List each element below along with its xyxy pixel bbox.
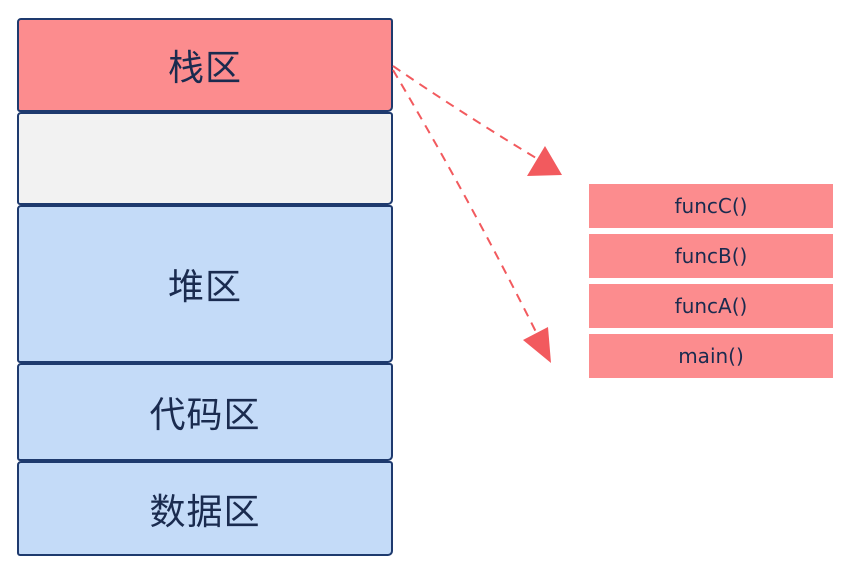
arrow-to-stack-top (392, 65, 537, 159)
stack-frame-label: main() (678, 344, 744, 368)
stack-frame: funcA() (589, 284, 833, 328)
data-segment: 数据区 (17, 461, 393, 556)
heap-segment-label: 堆区 (167, 267, 242, 308)
stack-frame-label: funcC() (674, 194, 748, 218)
arrowhead-bottom-icon (523, 327, 551, 363)
free-space-segment (17, 112, 393, 205)
code-segment: 代码区 (17, 363, 393, 461)
heap-segment: 堆区 (17, 205, 393, 363)
arrowhead-top-icon (527, 146, 562, 176)
stack-frame-label: funcA() (674, 294, 748, 318)
stack-segment: 栈区 (17, 18, 393, 112)
data-segment-label: 数据区 (149, 491, 261, 533)
stack-frame: funcC() (589, 184, 833, 228)
stack-frame-label: funcB() (674, 244, 748, 268)
stack-frame: funcB() (589, 234, 833, 278)
stack-segment-label: 栈区 (167, 48, 242, 89)
stack-frame: main() (589, 334, 833, 378)
arrow-to-stack-bottom (392, 69, 538, 335)
code-segment-label: 代码区 (149, 395, 261, 436)
